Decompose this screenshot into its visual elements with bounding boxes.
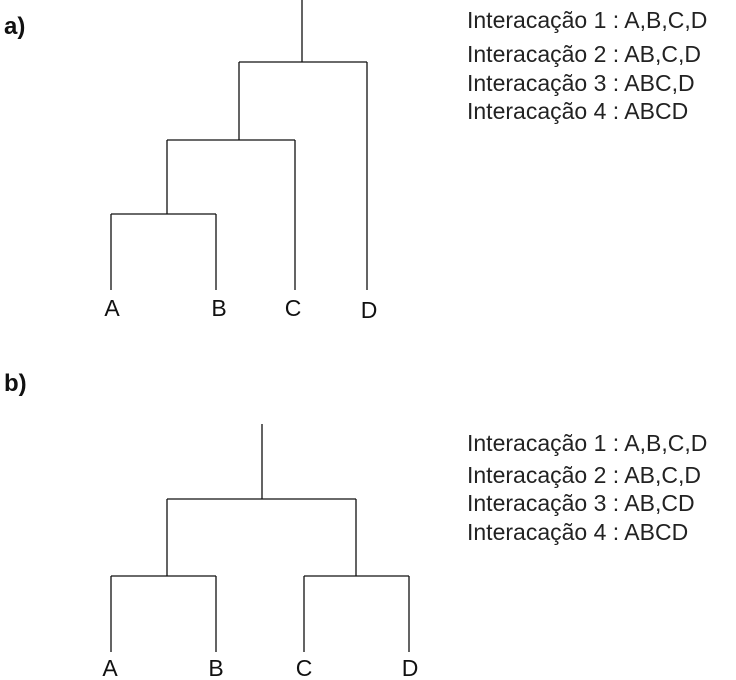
iteration-3: Interacação 3 : ABC,D	[467, 70, 695, 96]
leaf-a: A	[104, 295, 120, 321]
iteration-4: Interacação 4 : ABCD	[467, 519, 688, 545]
panel-a: a) A B C D Interacação 1 : A,B,C,D Inter…	[4, 0, 707, 323]
iteration-1: Interacação 1 : A,B,C,D	[467, 430, 707, 456]
panel-a-dendrogram	[110, 0, 368, 290]
panel-b-dendrogram	[110, 424, 410, 652]
leaf-c: C	[285, 295, 302, 321]
panel-b-label: b)	[4, 370, 27, 397]
iteration-2: Interacação 2 : AB,C,D	[467, 41, 701, 67]
leaf-b: B	[211, 295, 226, 321]
leaf-a: A	[102, 655, 118, 680]
iteration-1: Interacação 1 : A,B,C,D	[467, 7, 707, 33]
iteration-3: Interacação 3 : AB,CD	[467, 490, 695, 516]
iteration-2: Interacação 2 : AB,C,D	[467, 462, 701, 488]
panel-a-label: a)	[4, 13, 25, 40]
leaf-d: D	[361, 297, 378, 323]
leaf-c: C	[296, 655, 313, 680]
leaf-d: D	[402, 655, 419, 680]
leaf-b: B	[208, 655, 223, 680]
iteration-4: Interacação 4 : ABCD	[467, 98, 688, 124]
panel-b: b) A B C D Interacação 1 : A,B,C,D Inter…	[4, 370, 707, 680]
